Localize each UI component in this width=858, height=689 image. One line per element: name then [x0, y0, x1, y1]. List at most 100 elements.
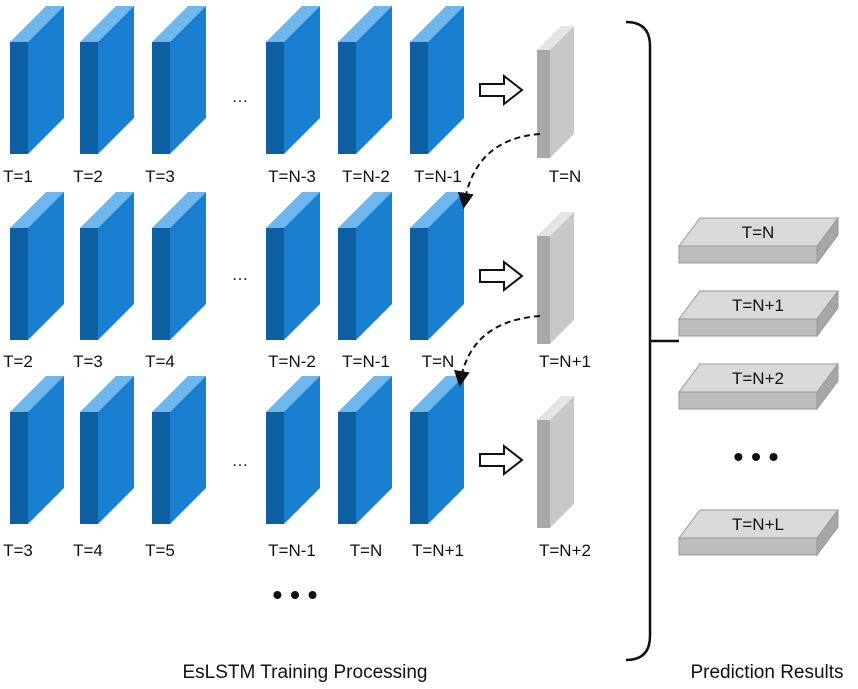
predict-arrow: [479, 259, 524, 293]
grouping-bracket: [625, 20, 652, 662]
input-label: T=5: [145, 541, 175, 560]
output-label: T=N+2: [539, 541, 591, 560]
input-panel: [152, 376, 206, 524]
panel-face: [28, 6, 64, 154]
input-label: T=4: [73, 541, 103, 560]
panel-top: [338, 376, 392, 412]
result-label: T=N+2: [732, 369, 784, 388]
panel-edge: [10, 42, 28, 154]
predict-arrow: [479, 443, 524, 477]
input-label: T=N+1: [412, 541, 464, 560]
input-label: T=3: [73, 352, 103, 371]
panel-edge: [80, 42, 98, 154]
panel-edge: [338, 412, 356, 524]
input-panel: [410, 192, 464, 340]
panel-face: [428, 6, 464, 154]
panel-top: [338, 192, 392, 228]
input-label: T=N: [422, 352, 455, 371]
panel-top: [266, 6, 320, 42]
output-edge: [537, 50, 550, 158]
input-panel: [80, 192, 134, 340]
slab-side: [816, 362, 839, 411]
output-label: T=N: [549, 167, 582, 186]
input-label: T=N-1: [414, 167, 462, 186]
results-caption: Prediction Results: [690, 662, 843, 683]
input-panel: [10, 192, 64, 340]
input-panel: [152, 192, 206, 340]
feedback-arrow: [454, 315, 541, 387]
result-slab: T=N: [678, 216, 839, 265]
input-panel: [410, 6, 464, 154]
panel-top: [80, 192, 134, 228]
input-label: T=2: [73, 167, 103, 186]
input-label: T=N-2: [342, 167, 390, 186]
input-label: T=N-2: [268, 352, 316, 371]
panel-edge: [410, 42, 428, 154]
panel-edge: [80, 228, 98, 340]
results-ellipsis: • • •: [734, 441, 779, 472]
panel-edge: [338, 228, 356, 340]
panel-edge: [152, 42, 170, 154]
panel-face: [170, 6, 206, 154]
output-panel: [537, 396, 574, 528]
output-edge: [537, 236, 550, 344]
output-edge: [537, 420, 550, 528]
sequence-ellipsis: …: [232, 451, 249, 470]
panel-face: [428, 376, 464, 524]
training-caption: EsLSTM Training Processing: [183, 662, 428, 683]
panel-face: [98, 6, 134, 154]
sequence-ellipsis: …: [232, 265, 249, 284]
input-panel: [338, 6, 392, 154]
panel-top: [410, 376, 464, 412]
input-label: T=4: [145, 352, 175, 371]
panel-face: [98, 376, 134, 524]
input-panel: [410, 376, 464, 524]
panel-edge: [10, 412, 28, 524]
slab-side: [816, 216, 839, 265]
output-top: [537, 396, 574, 420]
panel-top: [10, 192, 64, 228]
panel-edge: [410, 228, 428, 340]
input-panel: [338, 376, 392, 524]
input-label: T=3: [145, 167, 175, 186]
panel-top: [80, 376, 134, 412]
input-panel: [266, 192, 320, 340]
prediction-results: T=NT=N+1T=N+2T=N+L: [678, 216, 839, 557]
panel-top: [80, 6, 134, 42]
output-face: [550, 396, 574, 528]
panel-top: [10, 376, 64, 412]
sequence-ellipsis: …: [232, 87, 249, 106]
result-label: T=N: [742, 223, 775, 242]
predict-arrow: [479, 73, 524, 107]
input-label: T=N-3: [268, 167, 316, 186]
panel-top: [152, 6, 206, 42]
slab-front: [678, 318, 818, 337]
slab-side: [816, 289, 839, 338]
input-panel: [80, 376, 134, 524]
input-panel: [266, 376, 320, 524]
output-top: [537, 26, 574, 50]
slab-front: [678, 245, 818, 264]
panel-face: [356, 6, 392, 154]
input-panel: [152, 6, 206, 154]
panel-face: [284, 376, 320, 524]
output-face: [550, 212, 574, 344]
output-face: [550, 26, 574, 158]
result-slab: T=N+1: [678, 289, 839, 338]
output-top: [537, 212, 574, 236]
panel-top: [152, 376, 206, 412]
feedback-arrow: [457, 133, 541, 209]
input-panel: [10, 6, 64, 154]
panel-top: [10, 6, 64, 42]
panel-top: [410, 192, 464, 228]
arrows: [454, 133, 541, 387]
input-panel: [266, 6, 320, 154]
slab-front: [678, 537, 818, 556]
panel-edge: [152, 228, 170, 340]
input-label: T=N-1: [268, 541, 316, 560]
input-label: T=1: [3, 167, 33, 186]
input-label: T=3: [3, 541, 33, 560]
